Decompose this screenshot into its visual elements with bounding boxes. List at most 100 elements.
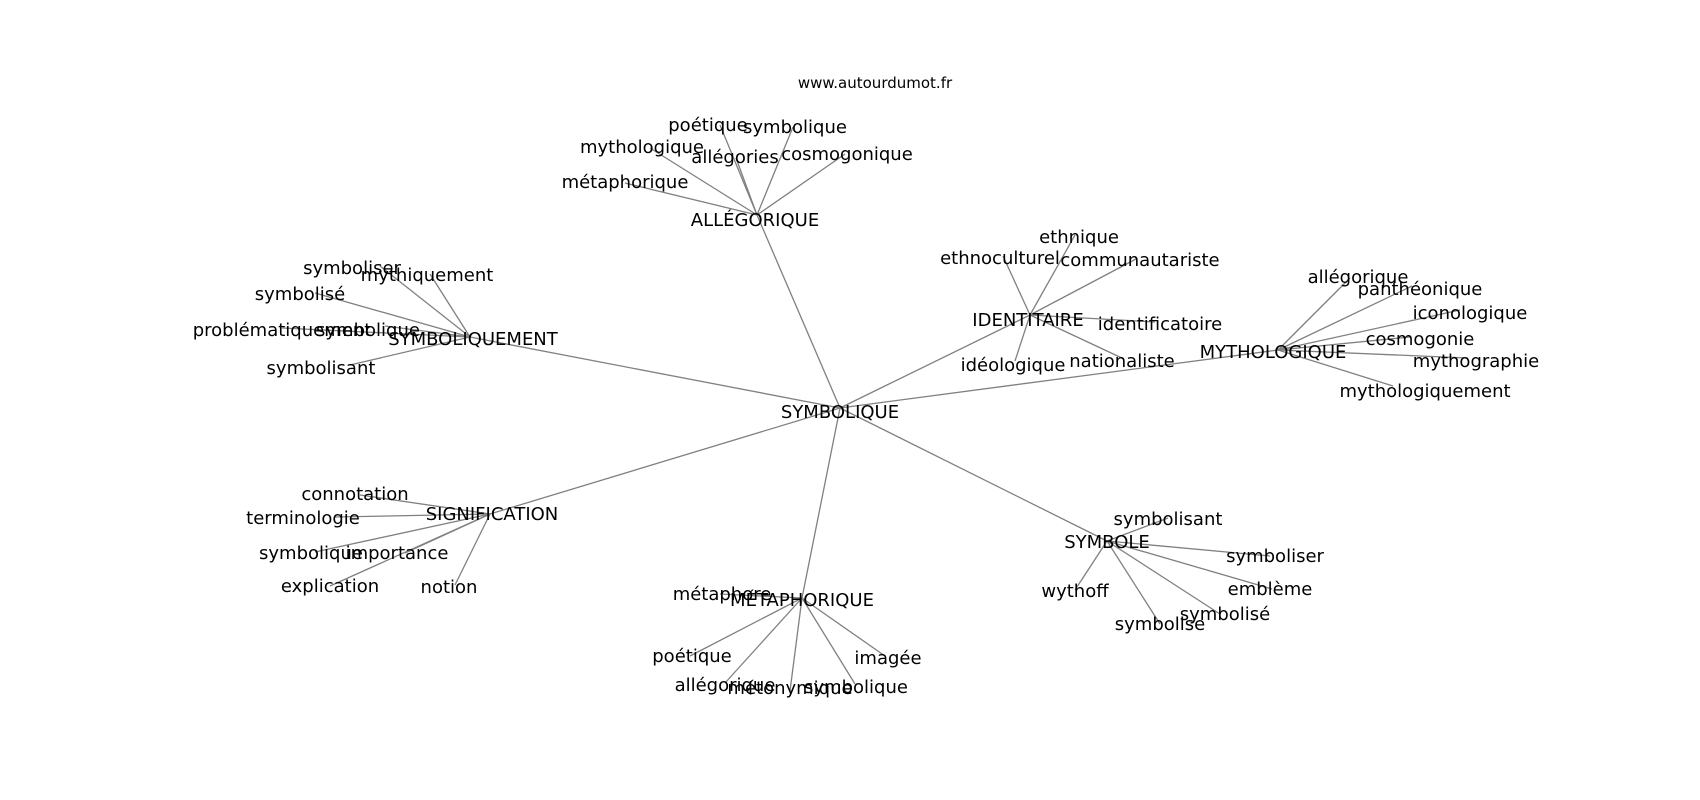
edge-symbole-leaf	[1106, 540, 1273, 590]
leaf-node-identitaire[interactable]: ethnique	[1039, 227, 1119, 248]
center-node-label[interactable]: SYMBOLIQUE	[781, 402, 899, 423]
leaf-node-symboliquement[interactable]: symbolisant	[267, 358, 376, 379]
edge-metaphorique-leaf	[719, 593, 803, 599]
leaf-node-symboliquement[interactable]: symboliser	[303, 258, 401, 279]
edge-identitaire-leaf	[1029, 234, 1076, 316]
leaf-node-allegorique[interactable]: symbolique	[743, 117, 847, 138]
hub-node-symboliquement[interactable]: SYMBOLIQUEMENT	[388, 329, 559, 350]
edge-mythologique-leaf	[1277, 349, 1394, 387]
edge-mythologique-leaf	[1277, 309, 1461, 351]
edge-symboliquement-leaf	[384, 325, 471, 338]
edge-metaphorique-leaf	[789, 597, 803, 692]
leaf-node-symbole[interactable]: symbolisé	[1180, 604, 1270, 625]
leaf-node-mythologique[interactable]: mythologiquement	[1339, 381, 1510, 402]
edge-allegorique-leaf	[735, 157, 758, 216]
edge-metaphorique-leaf	[801, 597, 856, 685]
leaf-node-symboliquement[interactable]: mythiquement	[361, 265, 494, 286]
leaf-node-identitaire[interactable]: ethnoculturel	[940, 248, 1060, 269]
leaf-node-signification[interactable]: connotation	[301, 484, 408, 505]
leaf-node-symboliquement[interactable]: symbolique	[316, 320, 420, 341]
leaf-node-allegorique[interactable]: allégories	[691, 147, 778, 168]
leaf-node-symbole[interactable]: symbolise	[1115, 614, 1205, 635]
edge-signification-leaf	[359, 494, 491, 515]
leaf-node-symbole[interactable]: symboliser	[1226, 546, 1324, 567]
hub-node-signification[interactable]: SIGNIFICATION	[426, 504, 559, 525]
edge-symboliquement-leaf	[429, 273, 471, 338]
edge-allegorique-leaf	[624, 182, 758, 216]
leaf-node-identitaire[interactable]: nationaliste	[1069, 351, 1174, 372]
edge-symbole-leaf	[1106, 540, 1271, 557]
leaf-node-symbole[interactable]: emblème	[1228, 579, 1313, 600]
leaf-node-identitaire[interactable]: communautariste	[1060, 250, 1219, 271]
edge-center-signification	[489, 407, 841, 515]
graph-edges	[281, 124, 1469, 692]
leaf-node-signification[interactable]: symbolique	[259, 543, 363, 564]
leaf-node-signification[interactable]: explication	[281, 576, 379, 597]
leaf-node-signification[interactable]: terminologie	[246, 508, 360, 529]
edge-identitaire-leaf	[1029, 258, 1137, 316]
edge-signification-leaf	[454, 513, 491, 586]
leaf-node-signification[interactable]: importance	[346, 543, 449, 564]
leaf-node-metaphorique[interactable]: imagée	[854, 648, 921, 669]
graph-labels: www.autourdumot.fr SYMBOLIQUE ALLÉGORIQUE…	[193, 74, 1540, 699]
leaf-node-symboliquement[interactable]: problématiquement	[193, 320, 372, 341]
edge-signification-leaf	[314, 513, 491, 553]
leaf-node-mythologique[interactable]: allégorique	[1308, 267, 1409, 288]
edge-signification-leaf	[334, 513, 491, 518]
edge-metaphorique-leaf	[689, 597, 803, 657]
leaf-node-signification[interactable]: notion	[421, 577, 478, 598]
edge-allegorique-leaf	[756, 153, 846, 216]
leaf-node-mythologique[interactable]: panthéonique	[1358, 279, 1483, 300]
edge-metaphorique-leaf	[801, 597, 886, 657]
edge-symbole-leaf	[1106, 540, 1221, 615]
edge-mythologique-leaf	[1277, 285, 1413, 351]
leaf-node-metaphorique[interactable]: métaphore	[673, 584, 772, 605]
edge-center-mythologique	[839, 349, 1279, 409]
edge-mythologique-leaf	[1277, 336, 1411, 351]
edge-symboliquement-leaf	[281, 327, 471, 338]
leaf-node-mythologique[interactable]: iconologique	[1413, 303, 1528, 324]
leaf-node-identitaire[interactable]: identificatoire	[1098, 314, 1222, 335]
hub-node-allegorique[interactable]: ALLÉGORIQUE	[691, 209, 819, 231]
source-label[interactable]: www.autourdumot.fr	[798, 74, 953, 92]
edge-symboliquement-leaf	[314, 292, 471, 338]
edge-identitaire-leaf	[1029, 314, 1156, 323]
leaf-node-metaphorique[interactable]: poétique	[652, 646, 731, 667]
hub-node-metaphorique[interactable]: MÉTAPHORIQUE	[730, 589, 874, 611]
leaf-node-symboliquement[interactable]: symbolisé	[255, 284, 345, 305]
leaf-node-allegorique[interactable]: poétique	[668, 115, 747, 136]
edge-center-identitaire	[839, 314, 1031, 409]
edge-center-symboliquement	[469, 336, 841, 409]
hub-node-symbole[interactable]: SYMBOLE	[1064, 532, 1150, 553]
hub-node-identitaire[interactable]: IDENTITAIRE	[972, 310, 1083, 331]
leaf-node-identitaire[interactable]: idéologique	[961, 355, 1066, 376]
edge-center-metaphorique	[801, 407, 841, 599]
leaf-node-allegorique[interactable]: mythologique	[580, 137, 704, 158]
leaf-node-mythologique[interactable]: cosmogonie	[1366, 329, 1475, 350]
edge-allegorique-leaf	[649, 147, 758, 216]
edge-signification-leaf	[329, 513, 491, 587]
edge-identitaire-leaf	[1029, 314, 1125, 360]
leaf-node-metaphorique[interactable]: symbolique	[804, 677, 908, 698]
edge-symboliquement-leaf	[349, 336, 471, 366]
leaf-node-mythologique[interactable]: mythographie	[1413, 351, 1539, 372]
leaf-node-symbole[interactable]: symbolisant	[1114, 509, 1223, 530]
leaf-node-allegorique[interactable]: cosmogonique	[781, 144, 913, 165]
edge-identitaire-leaf	[1002, 255, 1031, 316]
edge-symbole-leaf	[1074, 540, 1108, 591]
hub-node-mythologique[interactable]: MYTHOLOGIQUE	[1200, 342, 1347, 363]
leaf-node-metaphorique[interactable]: métonymique	[727, 678, 852, 699]
edge-identitaire-leaf	[1014, 314, 1031, 362]
leaf-node-allegorique[interactable]: métaphorique	[562, 172, 689, 193]
edge-center-symbole	[839, 407, 1108, 542]
leaf-node-symbole[interactable]: wythoff	[1041, 581, 1109, 602]
edge-center-allegorique	[756, 214, 841, 409]
edge-symboliquement-leaf	[379, 265, 471, 338]
edge-metaphorique-leaf	[724, 597, 803, 684]
leaf-node-metaphorique[interactable]: allégorique	[675, 675, 776, 696]
edge-mythologique-leaf	[1277, 277, 1351, 351]
edge-allegorique-leaf	[756, 126, 794, 216]
edge-mythologique-leaf	[1277, 349, 1469, 359]
edge-symbole-leaf	[1106, 540, 1161, 625]
